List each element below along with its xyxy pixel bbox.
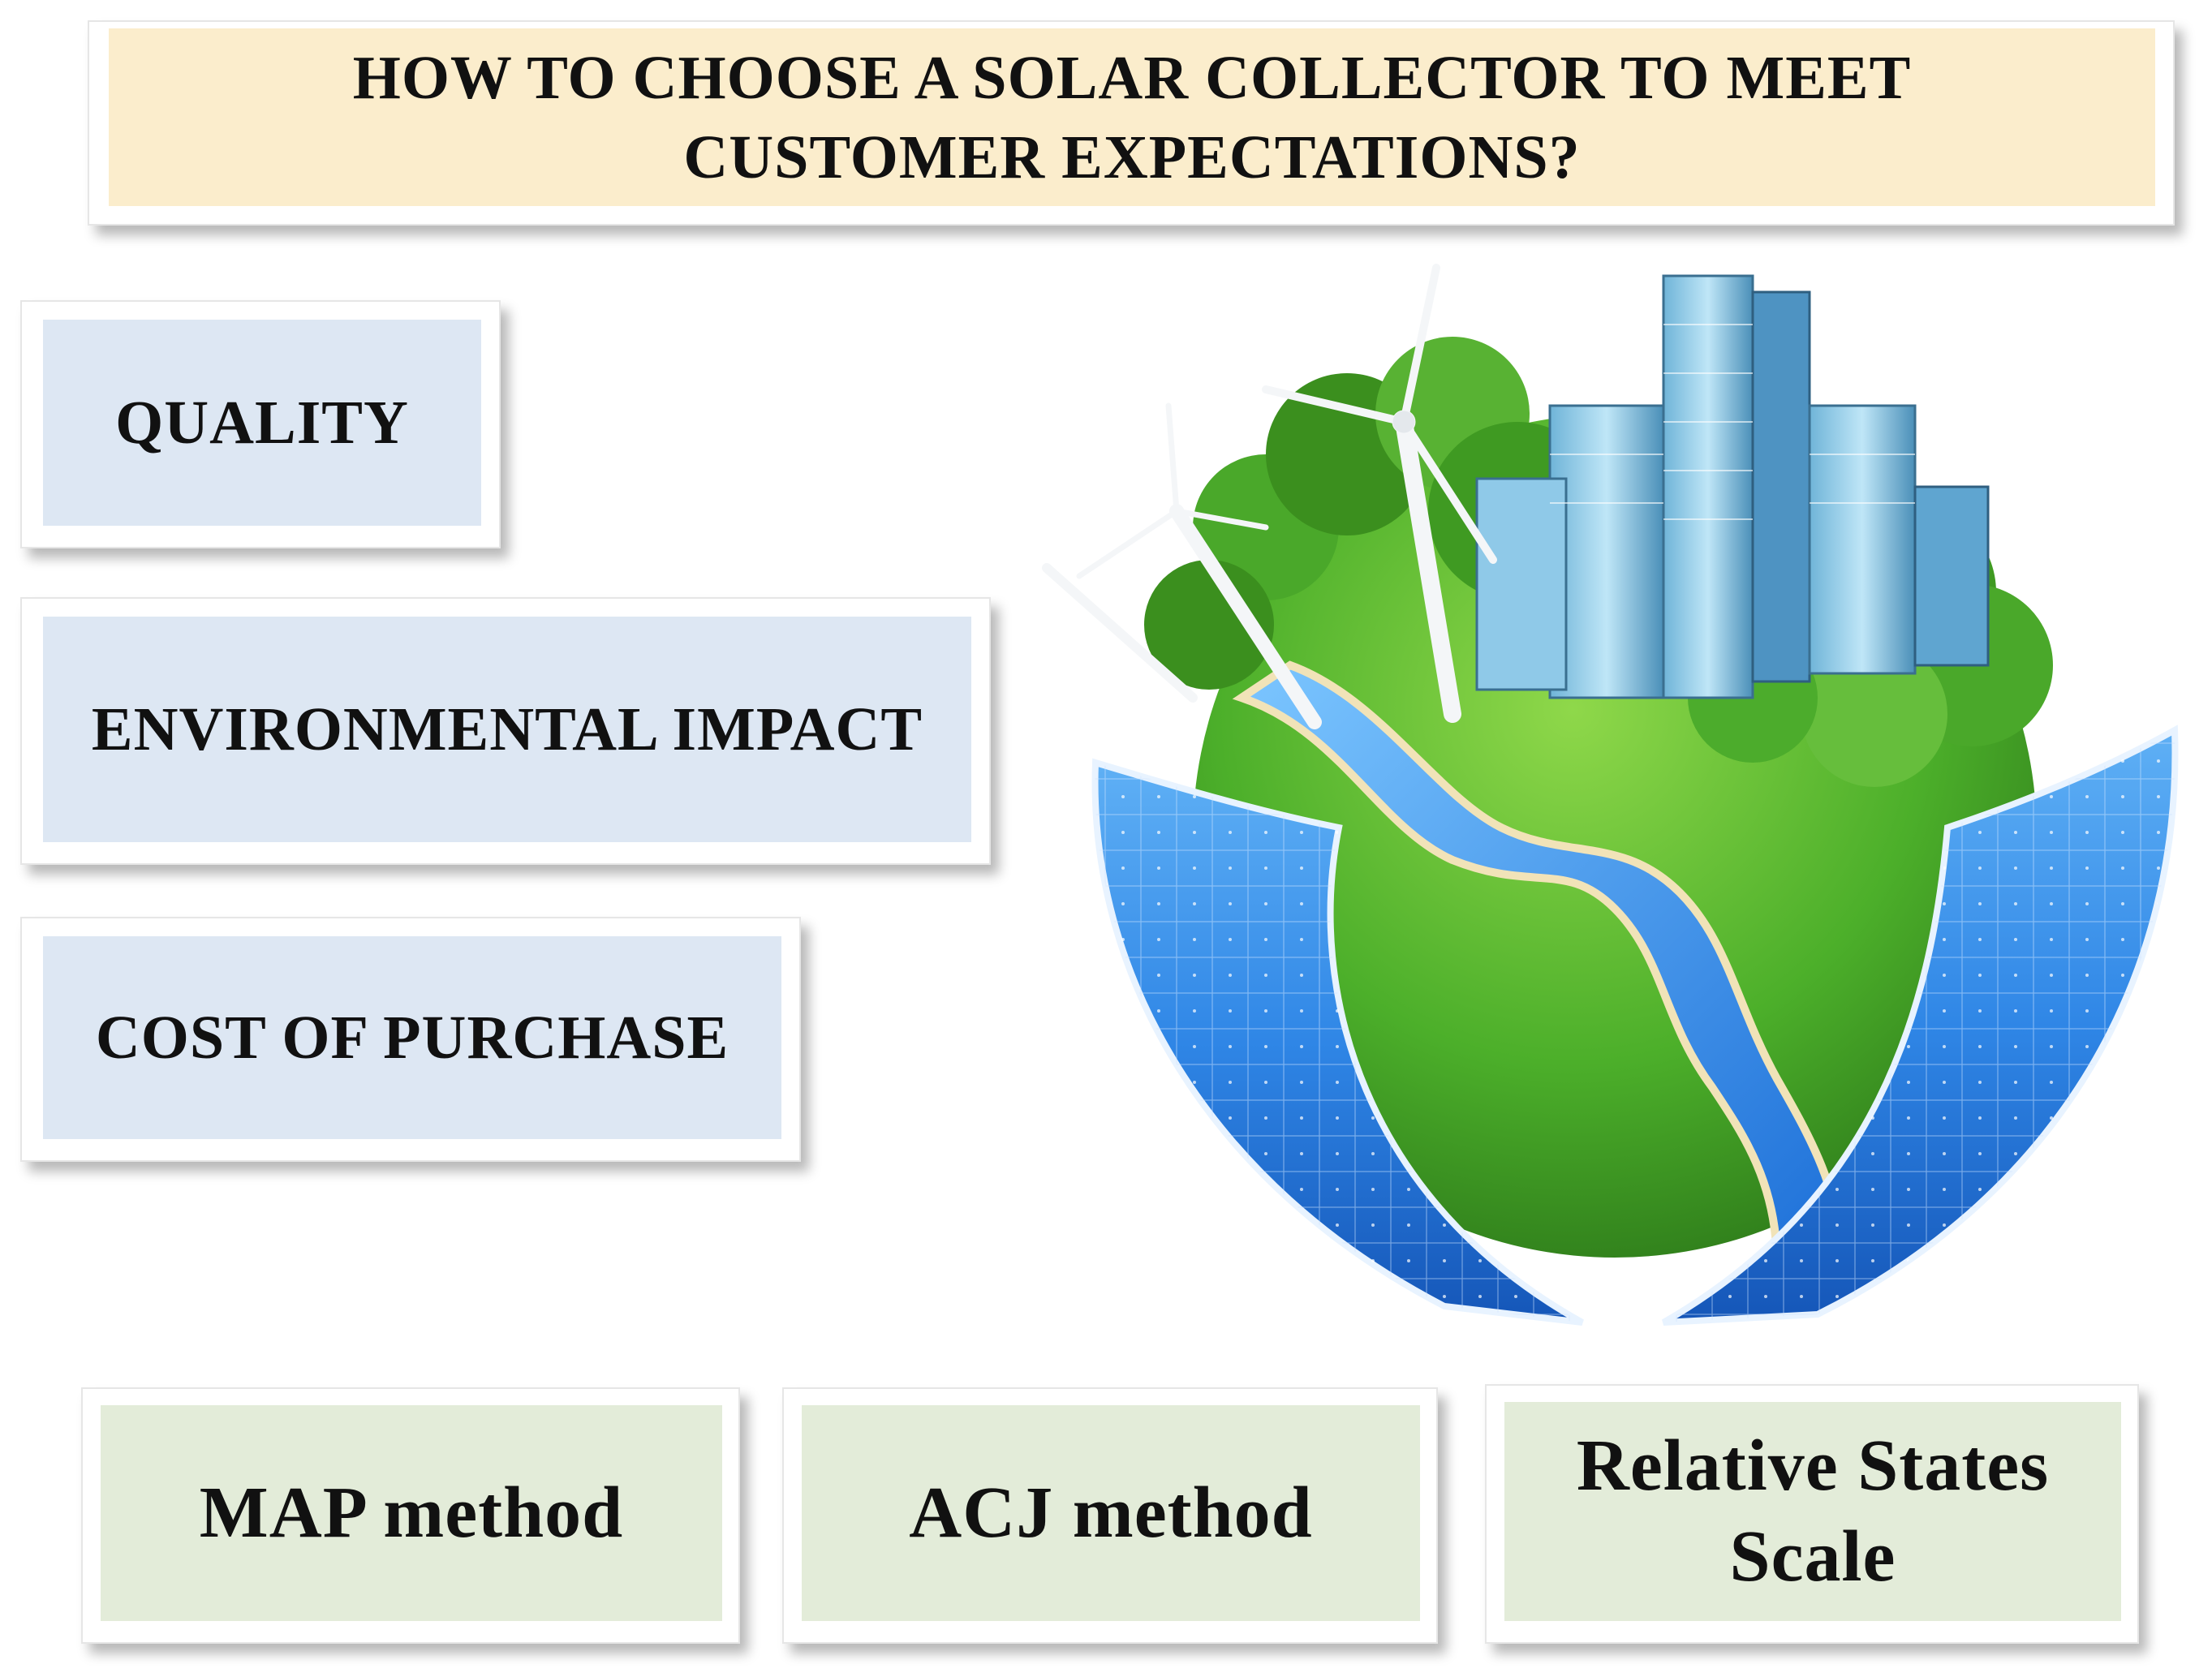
title-line-1: HOW TO CHOOSE A SOLAR COLLECTOR TO MEET <box>352 43 1912 112</box>
method-relative-states-scale-box: Relative States Scale <box>1485 1384 2139 1644</box>
method-acj-label: ACJ method <box>802 1405 1420 1621</box>
criterion-quality-box: QUALITY <box>20 300 501 548</box>
criterion-environmental-impact-label: ENVIRONMENTAL IMPACT <box>43 617 971 842</box>
wind-turbines <box>1042 264 1497 729</box>
title-line-2: CUSTOMER EXPECTATIONS? <box>683 123 1581 191</box>
method-relative-states-scale-label: Relative States Scale <box>1504 1402 2121 1621</box>
method-rss-line-1: Relative States <box>1576 1425 2050 1506</box>
title-text: HOW TO CHOOSE A SOLAR COLLECTOR TO MEET … <box>109 28 2155 206</box>
criterion-cost-of-purchase-label: COST OF PURCHASE <box>43 936 781 1139</box>
criterion-environmental-impact-box: ENVIRONMENTAL IMPACT <box>20 597 991 865</box>
method-map-label: MAP method <box>101 1405 722 1621</box>
title-box: HOW TO CHOOSE A SOLAR COLLECTOR TO MEET … <box>88 20 2175 226</box>
solar-panel-right <box>1661 725 2179 1326</box>
method-map-box: MAP method <box>81 1387 740 1644</box>
solar-panel-left <box>1091 758 1584 1326</box>
method-acj-box: ACJ method <box>782 1387 1438 1644</box>
eco-globe-illustration <box>1042 264 2179 1326</box>
skyscrapers <box>1475 274 1990 699</box>
method-rss-line-2: Scale <box>1729 1516 1896 1597</box>
criterion-cost-of-purchase-box: COST OF PURCHASE <box>20 917 801 1162</box>
criterion-quality-label: QUALITY <box>43 320 481 526</box>
